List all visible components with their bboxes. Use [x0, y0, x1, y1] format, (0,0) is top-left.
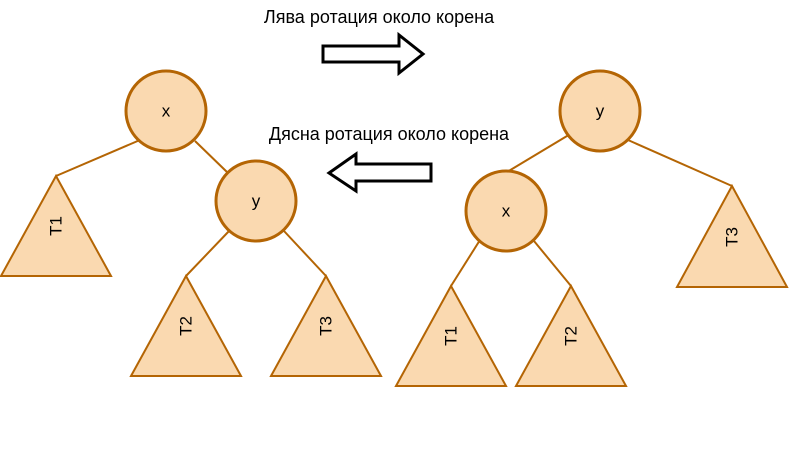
left-tree: T1 T2 T3 x y	[0, 69, 383, 377]
left-subtree-t3	[269, 273, 383, 377]
left-subtree-t1-label: T1	[47, 216, 66, 236]
left-child-label: y	[252, 192, 261, 211]
right-subtree-t3	[675, 183, 789, 288]
left-child-node	[214, 159, 298, 243]
left-root-node	[124, 69, 208, 153]
left-subtree-t2	[129, 273, 243, 377]
right-root-label: y	[596, 102, 605, 121]
right-tree: T3 T1 T2 y x	[394, 69, 789, 387]
right-edge-y-t3	[627, 139, 733, 187]
right-rotation-caption: Дясна ротация около корена	[269, 124, 510, 144]
left-edge-x-y	[194, 140, 229, 174]
left-subtree-t1	[0, 173, 113, 277]
left-rotation-caption: Лява ротация около корена	[264, 7, 495, 27]
right-edge-x-t2	[533, 240, 572, 287]
right-subtree-t3-label: T3	[723, 227, 742, 247]
right-edge-x-t1	[450, 239, 481, 287]
left-root-label: x	[162, 102, 171, 121]
left-subtree-t3-label: T3	[317, 316, 336, 336]
left-subtree-t2-label: T2	[177, 316, 196, 336]
right-subtree-t2-label: T2	[562, 326, 581, 346]
right-subtree-t2	[514, 283, 628, 387]
right-subtree-t1	[394, 283, 508, 387]
left-edge-y-t2	[185, 229, 231, 277]
right-subtree-t1-label: T1	[442, 326, 461, 346]
right-child-node	[464, 169, 548, 253]
right-arrow-icon	[321, 31, 426, 77]
right-edge-y-x	[506, 132, 573, 173]
right-child-label: x	[502, 202, 511, 221]
left-arrow-icon	[326, 151, 433, 194]
left-edge-y-t3	[283, 230, 327, 277]
right-root-node	[558, 69, 642, 153]
left-edge-x-t1	[55, 139, 141, 177]
